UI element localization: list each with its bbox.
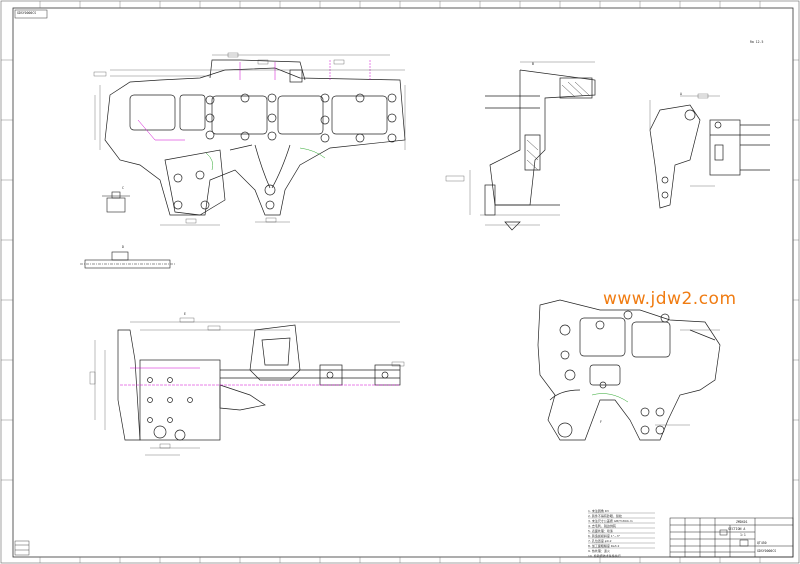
tech-note-4: 4. 去毛刺、锐边倒钝 [588, 524, 616, 528]
notes-lines [588, 512, 655, 549]
bottom-view [117, 324, 401, 441]
iso-green-line [591, 393, 629, 403]
detail-dimensions [649, 93, 720, 187]
detail-view-small [102, 191, 130, 213]
side-view [484, 69, 596, 231]
view-label-e: E [184, 312, 186, 316]
tech-note-6: 6. 铸造拔模斜度 1°~3° [588, 534, 621, 538]
drawing-code-top: GDSY0000CS [17, 11, 37, 15]
title-part-name: ZMDX01 [736, 520, 748, 524]
iso-view [537, 299, 721, 441]
title-drawing-number: GDSY0000CS [757, 549, 777, 553]
tech-note-7: 7. 孔位置度 φ0.2 [588, 539, 612, 543]
front-view [104, 59, 406, 216]
view-label-c: C [122, 186, 124, 190]
tech-note-5: 5. 表面处理：喷漆 [588, 529, 613, 533]
iso-dimensions [655, 329, 720, 426]
code-box [14, 9, 48, 19]
section-strip [80, 251, 175, 269]
inner-frame [12, 7, 794, 558]
watermark-text: www.jdw2.com [603, 289, 737, 309]
detail-view-right [649, 104, 770, 209]
roughness-mark: Ra 12.5 [750, 40, 764, 44]
view-label-f: F [600, 420, 602, 424]
tech-note-2: 2. 铸件不得有砂眼、裂纹 [588, 514, 622, 518]
sheet-mark: SECTION A [728, 527, 746, 531]
tech-note-10: 10. 检验按技术条件执行 [588, 554, 621, 558]
bottom-dimensions [89, 317, 405, 456]
view-label-b: B [532, 62, 534, 66]
revision-table [14, 540, 30, 556]
title-material: QT450 [757, 541, 767, 545]
view-label-right: A [680, 92, 682, 96]
front-dimensions [93, 52, 406, 226]
side-hatch [526, 81, 591, 171]
scale-label: 1:1 [740, 533, 746, 537]
title-block [669, 517, 794, 558]
view-label-d: D [122, 245, 124, 249]
tech-note-8: 8. 加工面粗糙度 Ra3.2 [588, 544, 620, 548]
tech-note-3: 3. 未注尺寸公差按 GB/T1804-m [588, 519, 633, 523]
tech-note-9: 9. 热处理：退火 [588, 549, 610, 553]
tech-note-1: 1. 未注圆角 R3 [588, 509, 609, 513]
bottom-construction [120, 367, 400, 386]
side-dimensions [445, 61, 595, 226]
